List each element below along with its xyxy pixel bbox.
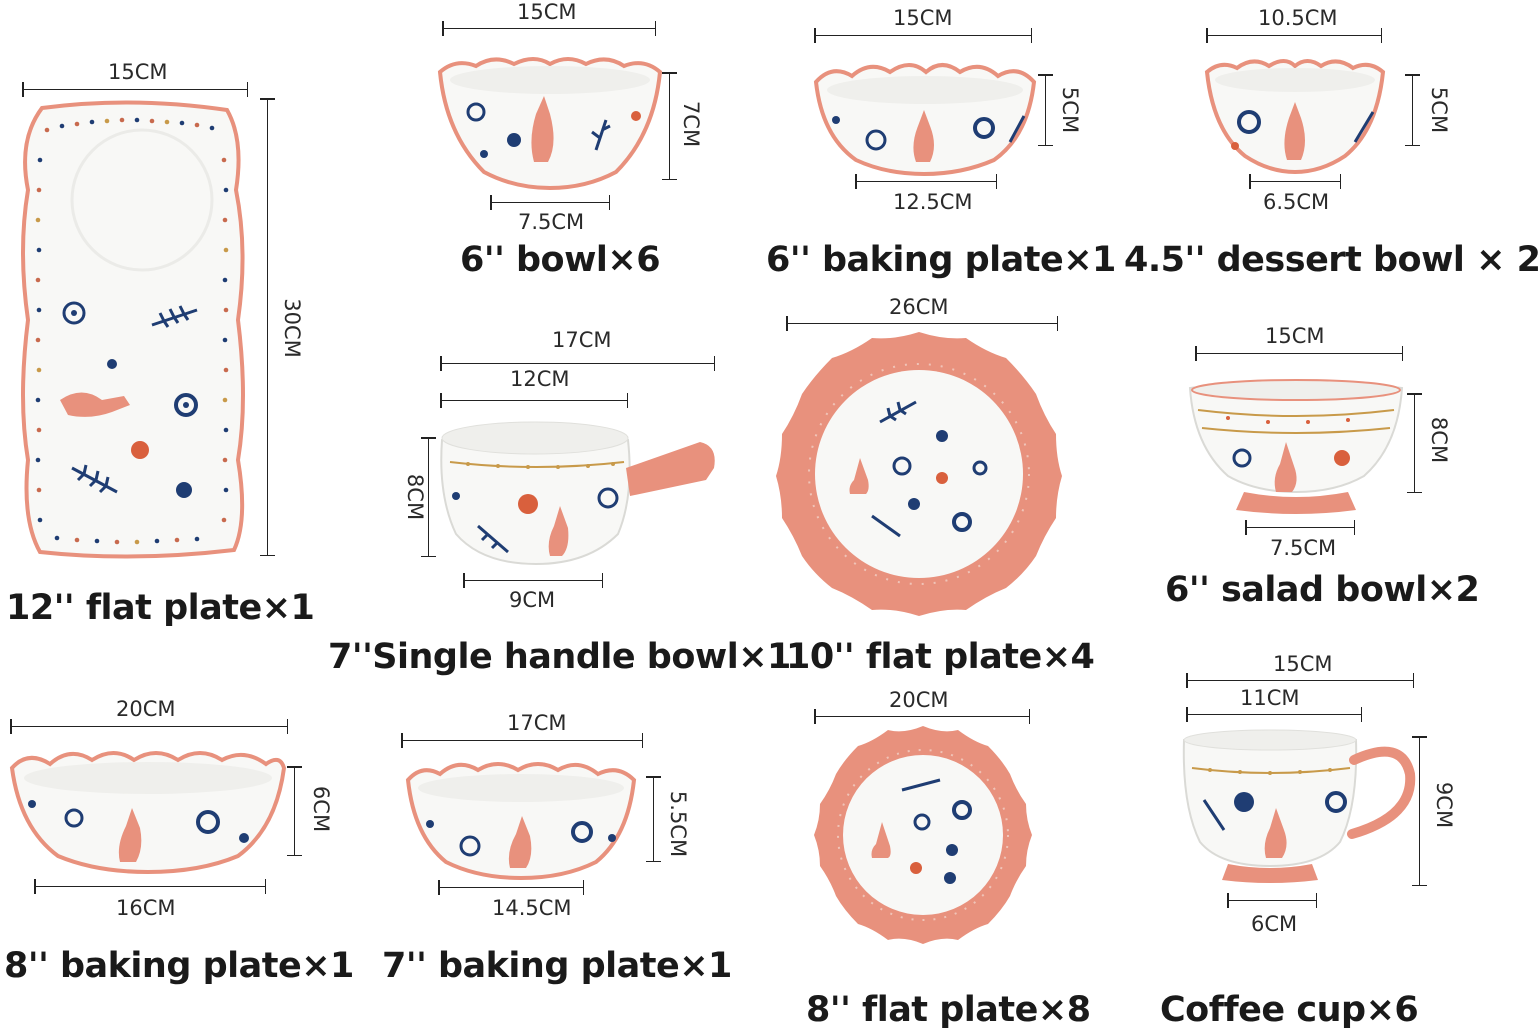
flat-plate-10-image: [776, 332, 1062, 616]
handle-bowl-inner-line: [440, 393, 628, 408]
baking-plate-8-width-line: [10, 719, 288, 734]
handle-bowl-height-line: [421, 437, 436, 557]
coffee-cup-base: 6CM: [1251, 912, 1298, 936]
dessert-bowl-image: [1204, 59, 1386, 175]
handle-bowl-label: 7''Single handle bowl×1: [328, 637, 791, 677]
flat-plate-8-label: 8'' flat plate×8: [806, 990, 1091, 1030]
handle-bowl-base: 9CM: [509, 588, 556, 612]
flat-plate-12-width: 15CM: [108, 60, 168, 84]
salad-bowl-width-line: [1195, 346, 1403, 361]
baking-plate-8-base: 16CM: [116, 896, 176, 920]
salad-bowl-label: 6'' salad bowl×2: [1165, 570, 1480, 610]
salad-bowl-width: 15CM: [1265, 324, 1325, 348]
dessert-bowl-label: 4.5'' dessert bowl × 2: [1124, 240, 1540, 280]
coffee-cup-inner-line: [1186, 707, 1362, 722]
baking-plate-6-base: 12.5CM: [893, 190, 973, 214]
coffee-cup-image: [1182, 729, 1416, 883]
baking-plate-6-image: [813, 63, 1037, 177]
dessert-bowl-base-line: [1249, 174, 1341, 189]
coffee-cup-base-line: [1227, 893, 1317, 908]
flat-plate-12-height-line: [260, 98, 275, 556]
salad-bowl-base-line: [1245, 520, 1355, 535]
salad-bowl-image: [1188, 379, 1404, 514]
handle-bowl-width-line: [440, 356, 715, 371]
baking-plate-8-height-line: [287, 766, 302, 856]
baking-plate-7-image: [405, 762, 637, 881]
baking-plate-8-base-line: [34, 879, 266, 894]
bowl-6-base: 7.5CM: [518, 210, 585, 234]
baking-plate-7-base-line: [438, 880, 584, 895]
salad-bowl-height-line: [1407, 393, 1422, 493]
coffee-cup-width-line: [1186, 673, 1414, 688]
baking-plate-7-width: 17CM: [507, 711, 567, 735]
flat-plate-12-label: 12'' flat plate×1: [6, 588, 315, 628]
flat-plate-8-width-line: [814, 709, 1030, 724]
bowl-6-base-line: [490, 195, 610, 210]
baking-plate-6-height-line: [1038, 74, 1053, 146]
baking-plate-8-width: 20CM: [116, 697, 176, 721]
bowl-6-width-line: [442, 21, 656, 36]
dessert-bowl-base: 6.5CM: [1263, 190, 1330, 214]
salad-bowl-base: 7.5CM: [1270, 536, 1337, 560]
baking-plate-6-width: 15CM: [893, 6, 953, 30]
coffee-cup-inner: 11CM: [1240, 686, 1300, 710]
baking-plate-6-height: 5CM: [1058, 86, 1083, 134]
coffee-cup-height-line: [1412, 736, 1427, 886]
baking-plate-6-label: 6'' baking plate×1: [766, 240, 1116, 280]
rectangular-plate-image: [21, 100, 245, 559]
flat-plate-10-label: 10'' flat plate×4: [786, 637, 1095, 677]
baking-plate-6-base-line: [855, 174, 997, 189]
dessert-bowl-width-line: [1206, 28, 1382, 43]
baking-plate-8-image: [9, 751, 287, 875]
coffee-cup-label: Coffee cup×6: [1160, 990, 1419, 1030]
coffee-cup-width: 15CM: [1273, 652, 1333, 676]
flat-plate-8-image: [814, 726, 1032, 944]
bowl-6-height-line: [662, 72, 677, 180]
bowl-6-height: 7CM: [679, 100, 704, 148]
flat-plate-10-width: 26CM: [889, 295, 949, 319]
handle-bowl-height: 8CM: [403, 473, 428, 521]
dessert-bowl-width: 10.5CM: [1258, 6, 1338, 30]
handle-bowl-width: 17CM: [552, 328, 612, 352]
bowl-6-width: 15CM: [517, 0, 577, 24]
baking-plate-8-height: 6CM: [309, 785, 334, 833]
baking-plate-8-label: 8'' baking plate×1: [4, 946, 354, 986]
dessert-bowl-height: 5CM: [1427, 86, 1452, 134]
flat-plate-12-width-line: [22, 82, 248, 97]
baking-plate-7-label: 7'' baking plate×1: [382, 946, 732, 986]
baking-plate-7-base: 14.5CM: [492, 896, 572, 920]
handle-bowl-inner: 12CM: [510, 367, 570, 391]
bowl-6-image: [437, 57, 663, 191]
baking-plate-7-width-line: [401, 733, 643, 748]
handle-bowl-base-line: [463, 573, 603, 588]
flat-plate-10-width-line: [786, 316, 1058, 331]
flat-plate-12-height: 30CM: [279, 298, 304, 358]
coffee-cup-height: 9CM: [1432, 781, 1457, 829]
salad-bowl-height: 8CM: [1427, 416, 1452, 464]
baking-plate-7-height-line: [646, 776, 661, 862]
bowl-6-label: 6'' bowl×6: [460, 240, 661, 280]
dessert-bowl-height-line: [1405, 74, 1420, 146]
baking-plate-7-height: 5.5CM: [666, 790, 691, 858]
flat-plate-8-width: 20CM: [889, 688, 949, 712]
handle-bowl-image: [440, 421, 715, 566]
baking-plate-6-width-line: [814, 28, 1032, 43]
